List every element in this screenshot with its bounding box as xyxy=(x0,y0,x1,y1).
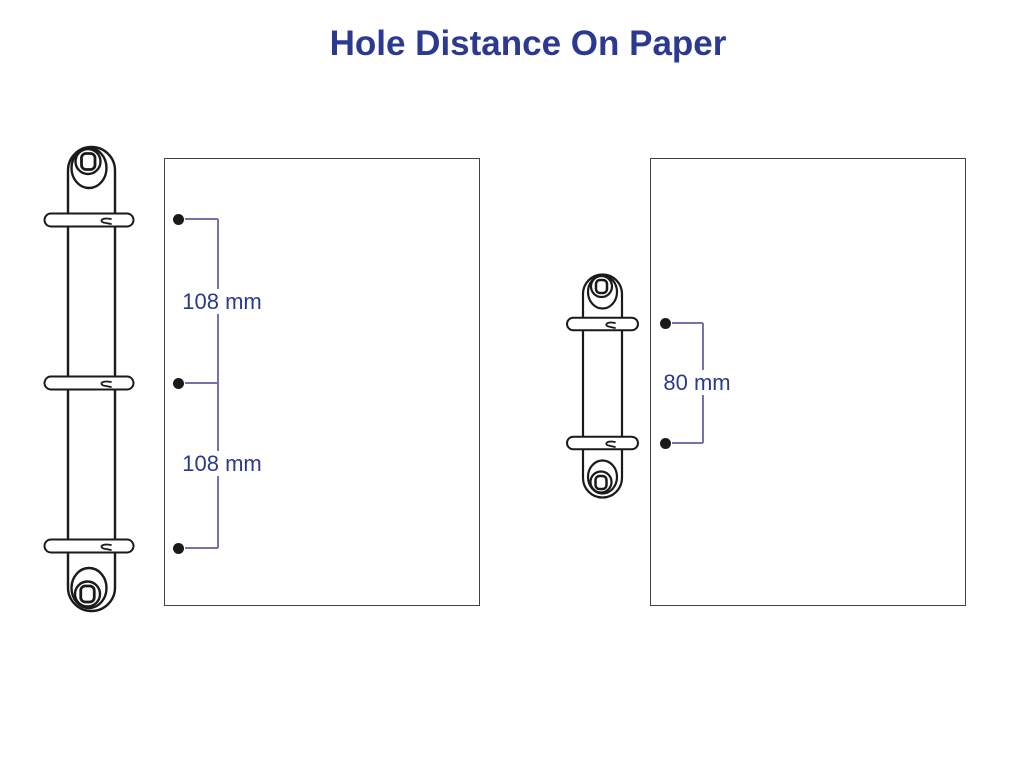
two-ring-binder-icon xyxy=(566,273,639,499)
hole-dot xyxy=(172,377,184,389)
hole-dot xyxy=(172,213,184,225)
dimension-label: 80 mm xyxy=(657,370,737,395)
hole-dot xyxy=(659,437,671,449)
dimension-label: 108 mm xyxy=(178,451,266,476)
paper-sheet-left xyxy=(164,158,480,606)
hole-dot xyxy=(172,542,184,554)
three-ring-binder-icon xyxy=(43,145,135,613)
hole-dot xyxy=(659,317,671,329)
dimension-label: 108 mm xyxy=(178,289,266,314)
page-title: Hole Distance On Paper xyxy=(329,24,727,63)
